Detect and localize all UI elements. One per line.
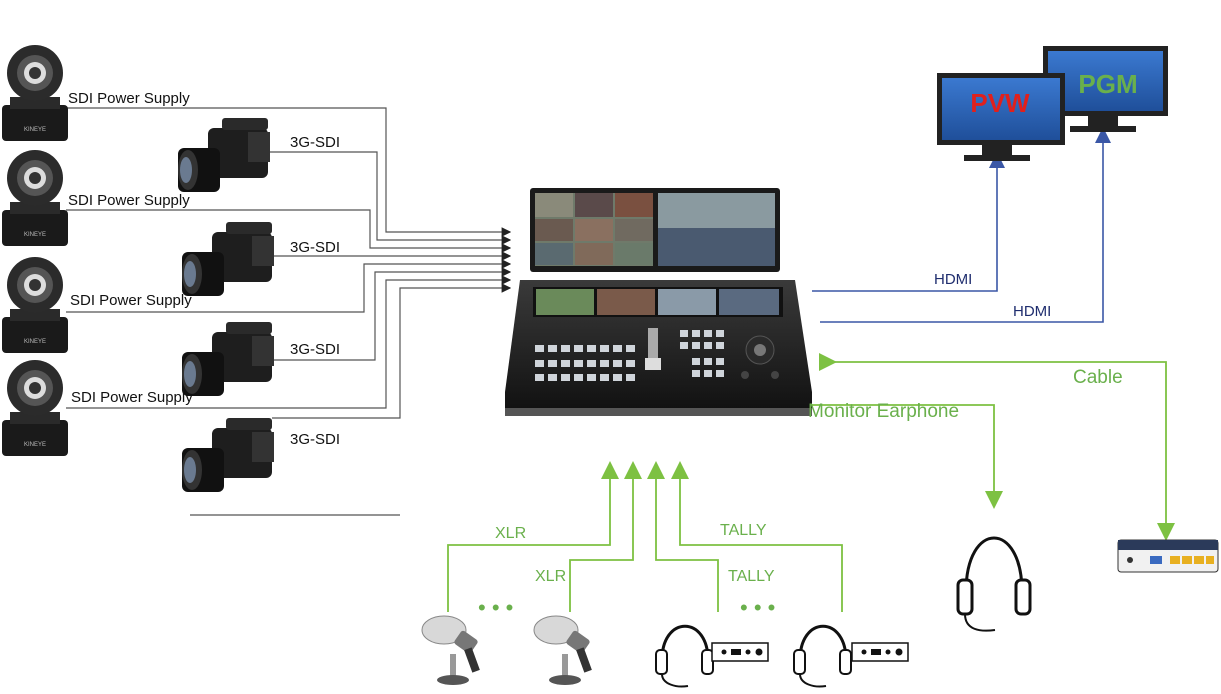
hdmi-label-1: HDMI — [934, 271, 972, 288]
camcorder-2 — [182, 222, 274, 296]
tally-label-1: TALLY — [720, 522, 767, 539]
sdi-power-label-3: SDI Power Supply — [70, 292, 192, 309]
tally-beltpack-icon-1 — [711, 642, 769, 662]
camcorder-4 — [182, 418, 274, 492]
tally-beltpack-icon-2 — [851, 642, 909, 662]
pgm-label: PGM — [1078, 69, 1137, 99]
tally-headset-icon-1 — [655, 624, 714, 688]
sdi-3g-label-3: 3G-SDI — [290, 341, 340, 358]
sdi-power-label-2: SDI Power Supply — [68, 192, 190, 209]
sdi-power-label-4: SDI Power Supply — [71, 389, 193, 406]
cable-label: Cable — [1073, 367, 1123, 388]
microphone-icon-1 — [421, 615, 480, 685]
ptz-camera-3: KINEYE — [2, 257, 68, 353]
hdmi-label-2: HDMI — [1013, 303, 1051, 320]
sdi-lines — [66, 107, 512, 516]
hdmi-lines — [812, 127, 1111, 323]
ptz-camera-4: KINEYE — [2, 360, 68, 456]
sdi-3g-label-1: 3G-SDI — [290, 134, 340, 151]
camera-brand-label: KINEYE — [24, 442, 46, 448]
camera-brand-label: KINEYE — [24, 339, 46, 345]
camcorder-3 — [182, 322, 274, 396]
monitor-earphone-label: Monitor Earphone — [808, 401, 959, 422]
tally-headset-icon-2 — [793, 624, 852, 688]
video-switcher-console — [505, 188, 812, 416]
pvw-monitor: PVW — [937, 73, 1065, 161]
ptz-camera-2: KINEYE — [2, 150, 68, 246]
sdi-3g-label-2: 3G-SDI — [290, 239, 340, 256]
camera-brand-label: KINEYE — [24, 127, 46, 133]
sdi-power-label-1: SDI Power Supply — [68, 90, 190, 107]
xlr-label-2: XLR — [535, 568, 566, 585]
monitor-headset-icon — [956, 536, 1032, 632]
tally-ellipsis: • • • — [740, 595, 775, 620]
tally-label-2: TALLY — [728, 568, 775, 585]
pvw-label: PVW — [970, 88, 1030, 118]
xlr-label-1: XLR — [495, 525, 526, 542]
camera-brand-label: KINEYE — [24, 232, 46, 238]
camcorder-1 — [178, 118, 270, 192]
sdi-3g-label-4: 3G-SDI — [290, 431, 340, 448]
mic-ellipsis: • • • — [478, 595, 513, 620]
microphone-icon-2 — [533, 615, 592, 685]
network-router-icon — [1117, 539, 1219, 573]
audio-lines — [447, 353, 1175, 612]
ptz-camera-1: KINEYE — [2, 45, 68, 141]
